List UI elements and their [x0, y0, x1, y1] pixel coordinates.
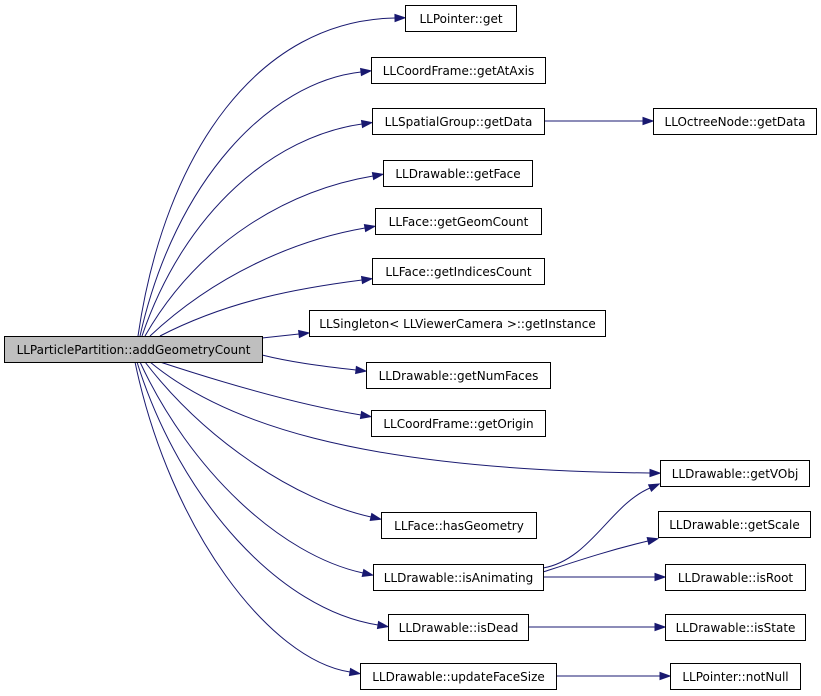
arrowhead-lldrawable-isanimating-to-lldrawable-getvobj: [647, 483, 661, 493]
node-box[interactable]: [371, 410, 546, 437]
node-label: LLDrawable::isDead: [399, 621, 519, 635]
node-box[interactable]: [670, 663, 801, 690]
arrowhead-lldrawable-isanimating-to-lldrawable-getscale: [646, 537, 660, 546]
call-edges: [134, 13, 672, 681]
edge-llparticlepartition-addgeometrycount-to-lldrawable-getvobj: [149, 361, 651, 474]
arrowhead-llparticlepartition-addgeometrycount-to-llpointer-get: [394, 13, 407, 23]
node-label: LLCoordFrame::getAtAxis: [383, 64, 535, 78]
edge-llparticlepartition-addgeometrycount-to-lldrawable-isanimating: [139, 361, 364, 574]
arrowhead-llparticlepartition-addgeometrycount-to-llcoordframe-getorigin: [359, 410, 373, 420]
node-llsingleton-llviewercamera-getinstance[interactable]: LLSingleton< LLViewerCamera >::getInstan…: [309, 310, 606, 337]
node-lloctreenode-getdata[interactable]: LLOctreeNode::getData: [653, 108, 817, 135]
edge-llparticlepartition-addgeometrycount-to-llpointer-get: [137, 17, 396, 337]
node-llpointer-get[interactable]: LLPointer::get: [405, 5, 517, 32]
node-box[interactable]: [383, 160, 533, 187]
node-lldrawable-getscale[interactable]: LLDrawable::getScale: [658, 511, 811, 538]
edge-llparticlepartition-addgeometrycount-to-lldrawable-getface: [144, 175, 374, 337]
arrowhead-llparticlepartition-addgeometrycount-to-llface-getindicescount: [360, 275, 374, 285]
node-llface-hasgeometry[interactable]: LLFace::hasGeometry: [381, 512, 537, 539]
edge-llparticlepartition-addgeometrycount-to-llspatialgroup-getdata: [141, 123, 363, 337]
edge-llparticlepartition-addgeometrycount-to-llface-hasgeometry: [144, 361, 372, 518]
node-box[interactable]: [665, 614, 806, 641]
edge-llparticlepartition-addgeometrycount-to-lldrawable-updatefacesize: [134, 361, 351, 673]
node-box[interactable]: [371, 57, 546, 84]
node-llface-getgeomcount[interactable]: LLFace::getGeomCount: [375, 208, 542, 235]
node-label: LLDrawable::getFace: [395, 167, 520, 181]
node-box[interactable]: [653, 108, 817, 135]
node-label: LLPointer::notNull: [682, 670, 788, 684]
node-label: LLDrawable::isAnimating: [384, 571, 534, 585]
node-label: LLOctreeNode::getData: [665, 115, 806, 129]
arrowhead-llparticlepartition-addgeometrycount-to-lldrawable-isdead: [376, 620, 390, 630]
arrowhead-llparticlepartition-addgeometrycount-to-lldrawable-updatefacesize: [348, 667, 362, 677]
arrowhead-lldrawable-isdead-to-lldrawable-isstate: [654, 622, 667, 632]
edge-llparticlepartition-addgeometrycount-to-llsingleton-llviewercamera-getinstance: [261, 333, 300, 339]
node-box[interactable]: [360, 663, 557, 690]
node-box[interactable]: [372, 108, 545, 135]
node-label: LLDrawable::isState: [676, 621, 796, 635]
node-label: LLDrawable::isRoot: [678, 571, 794, 585]
node-llspatialgroup-getdata[interactable]: LLSpatialGroup::getData: [372, 108, 545, 135]
arrowhead-llspatialgroup-getdata-to-lloctreenode-getdata: [642, 116, 655, 126]
node-lldrawable-getface[interactable]: LLDrawable::getFace: [383, 160, 533, 187]
arrowhead-llparticlepartition-addgeometrycount-to-llface-getgeomcount: [363, 223, 377, 233]
call-nodes: LLParticlePartition::addGeometryCountLLP…: [4, 5, 817, 690]
edge-llparticlepartition-addgeometrycount-to-llcoordframe-getataxis: [139, 71, 362, 337]
node-label: LLFace::hasGeometry: [394, 519, 524, 533]
arrowhead-llparticlepartition-addgeometrycount-to-lldrawable-getface: [371, 171, 385, 181]
arrowhead-llparticlepartition-addgeometrycount-to-llface-hasgeometry: [369, 512, 383, 521]
node-llcoordframe-getataxis[interactable]: LLCoordFrame::getAtAxis: [371, 57, 546, 84]
node-lldrawable-isroot[interactable]: LLDrawable::isRoot: [665, 564, 806, 591]
arrowhead-llparticlepartition-addgeometrycount-to-lldrawable-getnumfaces: [355, 365, 368, 375]
edge-lldrawable-isanimating-to-lldrawable-getvobj: [542, 487, 651, 569]
node-label: LLDrawable::getVObj: [672, 467, 799, 481]
node-llcoordframe-getorigin[interactable]: LLCoordFrame::getOrigin: [371, 410, 546, 437]
node-lldrawable-getnumfaces[interactable]: LLDrawable::getNumFaces: [366, 362, 551, 389]
edge-llparticlepartition-addgeometrycount-to-lldrawable-getnumfaces: [261, 354, 357, 371]
node-label: LLDrawable::getNumFaces: [379, 369, 539, 383]
node-box[interactable]: [660, 460, 810, 487]
node-label: LLParticlePartition::addGeometryCount: [17, 343, 251, 357]
arrowhead-lldrawable-updatefacesize-to-llpointer-notnull: [659, 671, 672, 681]
root-node-llparticlepartition-addgeometrycount[interactable]: LLParticlePartition::addGeometryCount: [4, 336, 263, 363]
edge-lldrawable-isanimating-to-lldrawable-getscale: [542, 540, 649, 573]
edge-llparticlepartition-addgeometrycount-to-lldrawable-isdead: [136, 361, 379, 626]
node-label: LLDrawable::updateFaceSize: [372, 670, 545, 684]
node-box[interactable]: [375, 208, 542, 235]
edge-llparticlepartition-addgeometrycount-to-llface-getgeomcount: [149, 227, 366, 337]
edge-llparticlepartition-addgeometrycount-to-llface-getindicescount: [159, 279, 363, 337]
node-box[interactable]: [366, 362, 551, 389]
node-box[interactable]: [381, 512, 537, 539]
node-box[interactable]: [665, 564, 806, 591]
arrowhead-llparticlepartition-addgeometrycount-to-lldrawable-isanimating: [361, 568, 375, 577]
node-lldrawable-updatefacesize[interactable]: LLDrawable::updateFaceSize: [360, 663, 557, 690]
node-box[interactable]: [388, 614, 529, 641]
arrowhead-llparticlepartition-addgeometrycount-to-llspatialgroup-getdata: [360, 119, 374, 129]
node-label: LLFace::getGeomCount: [389, 215, 529, 229]
node-lldrawable-isanimating[interactable]: LLDrawable::isAnimating: [373, 564, 544, 591]
node-lldrawable-isdead[interactable]: LLDrawable::isDead: [388, 614, 529, 641]
arrowhead-llparticlepartition-addgeometrycount-to-llsingleton-llviewercamera-getinstance: [298, 329, 311, 339]
arrowhead-llparticlepartition-addgeometrycount-to-lldrawable-getvobj: [649, 468, 662, 478]
node-label: LLCoordFrame::getOrigin: [383, 417, 533, 431]
node-box[interactable]: [309, 310, 606, 337]
node-box[interactable]: [372, 258, 545, 285]
node-label: LLSingleton< LLViewerCamera >::getInstan…: [319, 317, 595, 331]
node-label: LLFace::getIndicesCount: [385, 265, 532, 279]
arrowhead-llparticlepartition-addgeometrycount-to-llcoordframe-getataxis: [360, 67, 373, 77]
node-box[interactable]: [373, 564, 544, 591]
node-box[interactable]: [4, 336, 263, 363]
node-lldrawable-isstate[interactable]: LLDrawable::isState: [665, 614, 806, 641]
edge-llparticlepartition-addgeometrycount-to-llcoordframe-getorigin: [159, 361, 362, 416]
node-llface-getindicescount[interactable]: LLFace::getIndicesCount: [372, 258, 545, 285]
node-lldrawable-getvobj[interactable]: LLDrawable::getVObj: [660, 460, 810, 487]
node-box[interactable]: [658, 511, 811, 538]
node-box[interactable]: [405, 5, 517, 32]
node-label: LLPointer::get: [419, 12, 502, 26]
arrowhead-lldrawable-isanimating-to-lldrawable-isroot: [654, 572, 667, 582]
node-label: LLDrawable::getScale: [669, 518, 799, 532]
node-label: LLSpatialGroup::getData: [385, 115, 533, 129]
node-llpointer-notnull[interactable]: LLPointer::notNull: [670, 663, 801, 690]
